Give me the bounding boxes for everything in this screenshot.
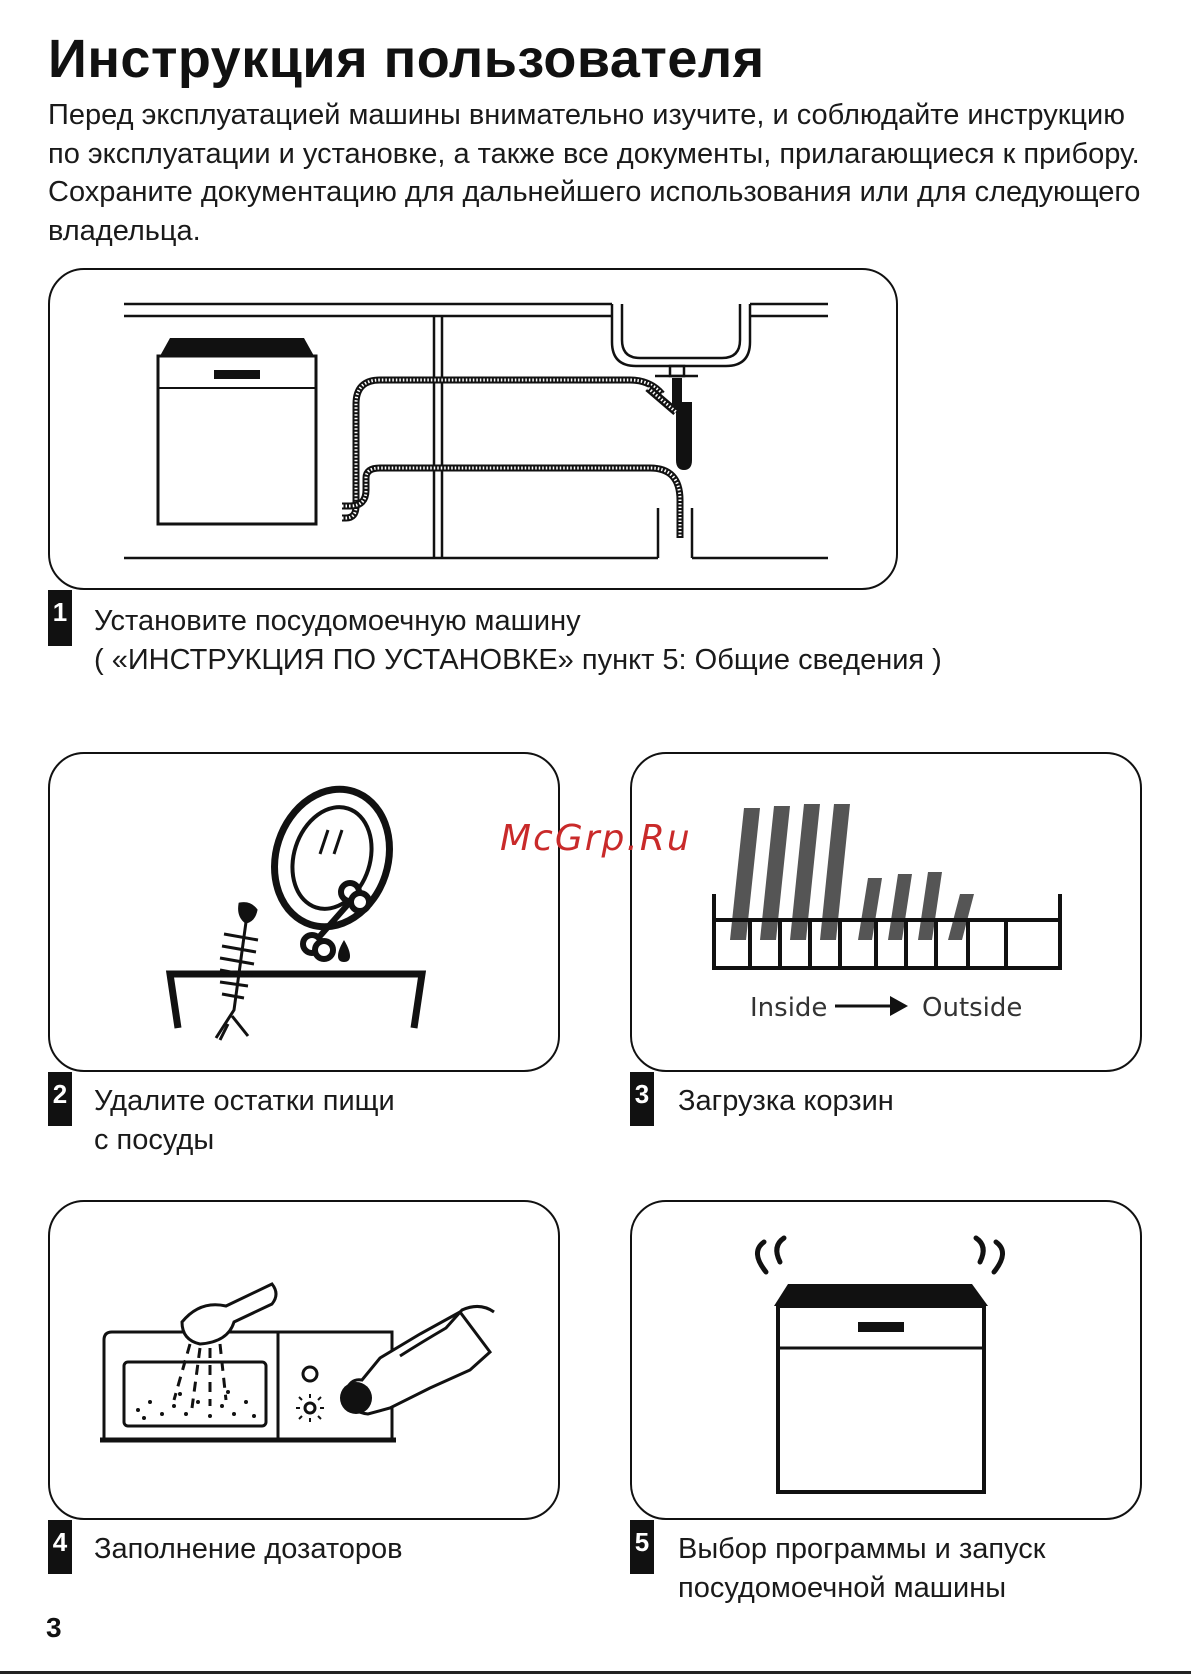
- illustration-panel-load: Inside Outside: [630, 752, 1142, 1072]
- step-number-1: 1: [48, 590, 72, 646]
- step-4-line-1: Заполнение дозаторов: [94, 1533, 403, 1565]
- step-1-line-2: ( «ИНСТРУКЦИЯ ПО УСТАНОВКЕ» пункт 5: Общ…: [94, 644, 942, 676]
- intro-paragraph: Перед эксплуатацией машины внимательно и…: [48, 99, 1141, 247]
- step-caption-5: Выбор программы и запуск посудомоечной м…: [678, 1530, 1045, 1608]
- bottom-rule: [0, 1671, 1191, 1674]
- rack-inside-label: Inside: [750, 993, 827, 1023]
- step-2-line-1: Удалите остатки пищи: [94, 1085, 395, 1117]
- illustration-panel-start: [630, 1200, 1142, 1520]
- illustration-panel-install: [48, 268, 898, 590]
- step-number-4: 4: [48, 1520, 72, 1574]
- rack-illustration: Inside Outside: [712, 804, 1062, 1023]
- step-1-line-1: Установите посудомоечную машину: [94, 605, 581, 637]
- step-number-3: 3: [630, 1072, 654, 1126]
- dispenser-illustration: [100, 1282, 495, 1443]
- step-number-2: 2: [48, 1072, 72, 1126]
- watermark: McGrp.Ru: [500, 818, 692, 859]
- step-caption-1: Установите посудомоечную машину ( «ИНСТР…: [94, 602, 942, 680]
- step-caption-2: Удалите остатки пищи с посуды: [94, 1082, 395, 1160]
- step-5-line-2: посудомоечной машины: [678, 1572, 1007, 1604]
- illustration-panel-dispenser: [48, 1200, 560, 1520]
- step-caption-3: Загрузка корзин: [678, 1082, 894, 1121]
- rack-outside-label: Outside: [922, 993, 1022, 1023]
- step-number-5: 5: [630, 1520, 654, 1574]
- illustration-panel-scrape: [48, 752, 560, 1072]
- start-illustration: [755, 1235, 1005, 1494]
- step-5-line-1: Выбор программы и запуск: [678, 1533, 1046, 1565]
- page-title: Инструкция пользователя: [48, 29, 765, 89]
- step-caption-4: Заполнение дозаторов: [94, 1530, 403, 1569]
- scrape-illustration: [165, 785, 427, 1041]
- page-number: 3: [46, 1612, 62, 1643]
- step-2-line-2: с посуды: [94, 1124, 215, 1156]
- step-3-line-1: Загрузка корзин: [678, 1085, 894, 1117]
- install-illustration: [124, 302, 828, 560]
